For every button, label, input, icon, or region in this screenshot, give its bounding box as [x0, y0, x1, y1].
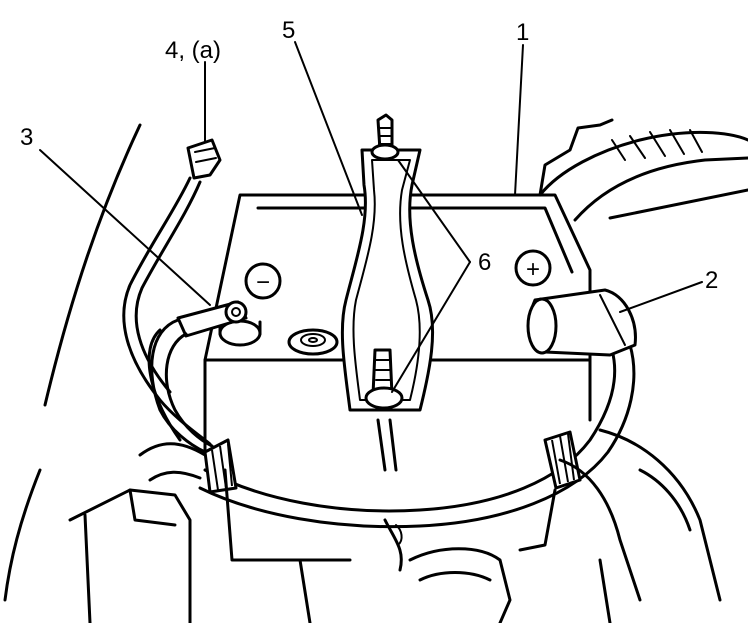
svg-text:−: − [256, 269, 270, 296]
hold-down-bracket [340, 113, 435, 472]
fender-outline [3, 123, 142, 602]
ground-lead [122, 138, 222, 446]
label-positive-cable: 2 [705, 267, 718, 294]
vent-cap [287, 328, 339, 356]
leader-3 [39, 149, 211, 306]
label-negative-cable: 3 [20, 124, 33, 151]
negative-cable [147, 318, 214, 454]
leader-lines [39, 41, 703, 393]
negative-terminal [176, 300, 262, 347]
label-hold-down-bracket: 5 [282, 17, 295, 44]
leader-1 [514, 44, 524, 196]
lower-components [68, 428, 722, 623]
positive-terminal-symbol: + [514, 249, 552, 287]
svg-text:+: + [526, 256, 540, 283]
cable-wrap-left [203, 438, 238, 494]
leader-5 [294, 41, 363, 216]
label-battery: 1 [516, 19, 529, 46]
positive-cable [198, 288, 637, 529]
leader-6a [397, 159, 471, 263]
label-ground-lead: 4, (a) [165, 37, 221, 64]
upper-hose [538, 118, 748, 222]
leader-6b [391, 261, 471, 393]
negative-terminal-symbol: − [244, 262, 282, 300]
label-bracket-nuts: 6 [478, 249, 491, 276]
leader-2 [619, 281, 703, 313]
